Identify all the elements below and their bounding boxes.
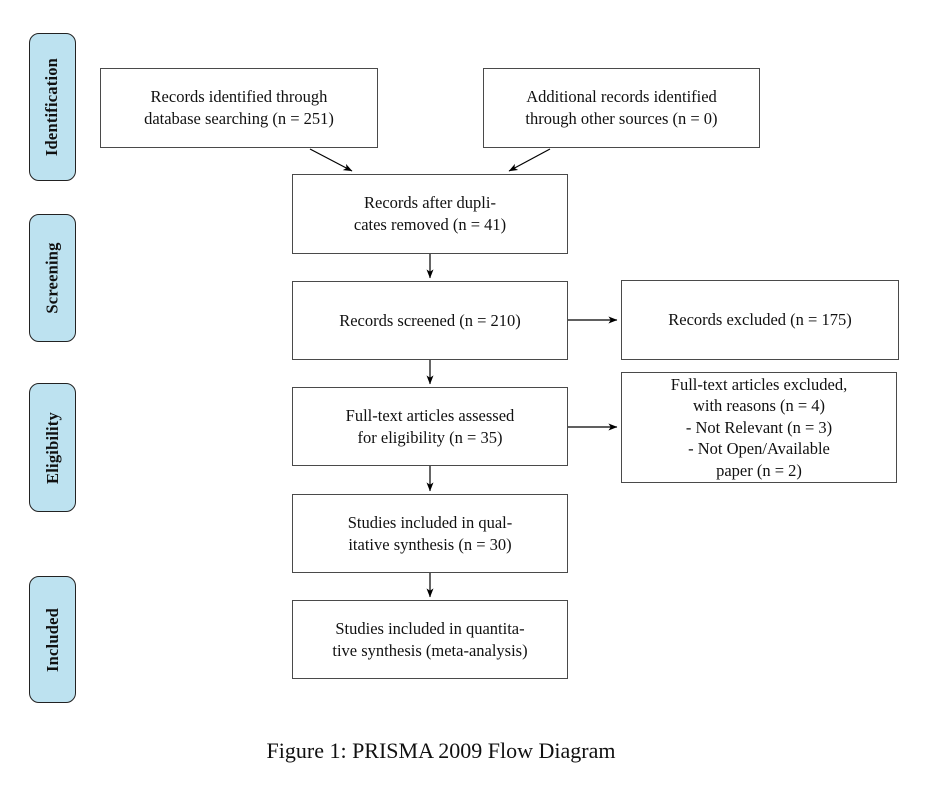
phase-identification-label: Identification — [42, 57, 62, 157]
box-line: database searching (n = 251) — [144, 109, 334, 128]
box-line: tive synthesis (meta-analysis) — [332, 640, 528, 660]
box-line: - Not Open/Available — [688, 439, 830, 459]
box-additional-records: Additional records identified through ot… — [483, 68, 760, 148]
phase-included-label: Included — [42, 607, 62, 672]
box-line: itative synthesis (n = 30) — [348, 534, 512, 554]
phase-eligibility-label: Eligibility — [42, 411, 62, 484]
box-line: Additional records identified — [526, 87, 717, 106]
phase-eligibility: Eligibility — [29, 383, 76, 512]
box-line: Studies included in quantita- — [335, 618, 525, 638]
box-line: cates removed (n = 41) — [353, 215, 507, 234]
box-line: Records identified through — [150, 87, 328, 106]
box-line: Full-text articles assessed — [345, 405, 515, 425]
box-records-excluded: Records excluded (n = 175) — [621, 280, 899, 360]
box-line: Records after dupli- — [364, 193, 496, 212]
box-fulltext-assessed: Full-text articles assessed for eligibil… — [292, 387, 568, 466]
box-line: through other sources (n = 0) — [525, 109, 718, 128]
box-records-screened: Records screened (n = 210) — [292, 281, 568, 360]
box-line: Full-text articles excluded, — [670, 374, 848, 394]
box-line: paper (n = 2) — [716, 460, 802, 480]
phase-identification: Identification — [29, 33, 76, 181]
box-fulltext-excluded: Full-text articles excluded, with reason… — [621, 372, 897, 483]
box-records-identified: Records identified through database sear… — [100, 68, 378, 148]
phase-screening: Screening — [29, 214, 76, 342]
arrow-identified-to-duplicates — [309, 148, 353, 172]
box-line: - Not Relevant (n = 3) — [685, 417, 833, 437]
box-qualitative-synthesis: Studies included in qual- itative synthe… — [292, 494, 568, 573]
box-line: Studies included in qual- — [347, 512, 513, 532]
arrow-additional-to-duplicates — [508, 148, 551, 172]
box-line: for eligibility (n = 35) — [357, 427, 503, 447]
figure-caption: Figure 1: PRISMA 2009 Flow Diagram — [266, 738, 616, 763]
phase-included: Included — [29, 576, 76, 703]
box-line: Records screened (n = 210) — [339, 310, 521, 330]
box-line: Records excluded (n = 175) — [668, 310, 852, 329]
phase-screening-label: Screening — [42, 242, 62, 314]
box-quantitative-synthesis: Studies included in quantita- tive synth… — [292, 600, 568, 679]
box-line: with reasons (n = 4) — [692, 396, 826, 416]
box-after-duplicates: Records after dupli- cates removed (n = … — [292, 174, 568, 254]
